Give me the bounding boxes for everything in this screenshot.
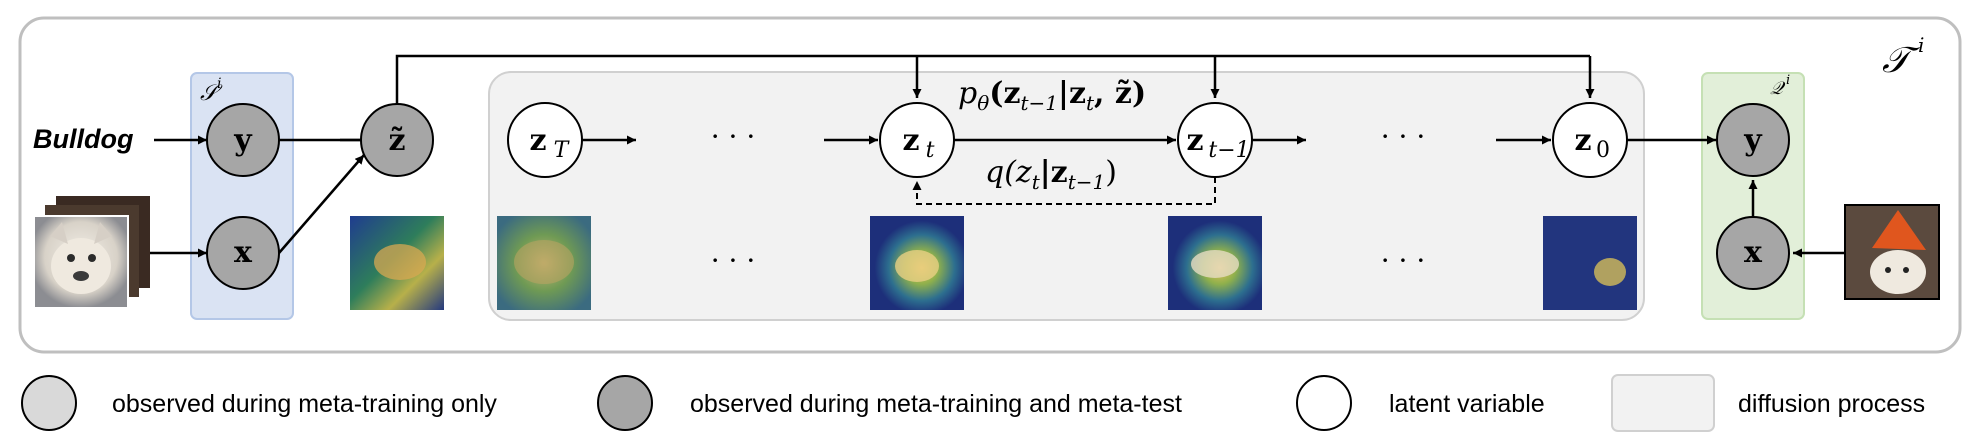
- z-t-minus-1-subscript: t−1: [1208, 138, 1249, 163]
- legend-label-observed-train: observed during meta-training only: [112, 390, 497, 418]
- z-T-subscript: T: [554, 138, 571, 163]
- legend-label-observed-train-test: observed during meta-training and meta-t…: [690, 390, 1182, 418]
- query-y-label: y: [1743, 123, 1763, 158]
- heatmap-z-0: [1543, 216, 1637, 310]
- z-tilde-label: z̃: [388, 123, 405, 158]
- legend: observed during meta-training only obser…: [21, 374, 1925, 432]
- forward-process-label: q(zt|zt−1): [985, 155, 1117, 194]
- support-set-sup: i: [217, 76, 221, 92]
- z-t-subscript: t: [926, 138, 935, 163]
- legend-swatch-latent: [1296, 375, 1352, 431]
- z-0-label: z: [1574, 123, 1591, 158]
- legend-swatch-diffusion: [1611, 374, 1715, 432]
- z-t-minus-1-label: z: [1186, 123, 1203, 158]
- ellipsis-4: · · ·: [1381, 244, 1426, 277]
- z-t-label: z: [902, 123, 919, 158]
- query-x-label: x: [1744, 235, 1763, 270]
- ellipsis-2: · · ·: [1381, 120, 1426, 153]
- diffusion-process-box: [488, 71, 1645, 321]
- class-name-label: Bulldog: [33, 124, 134, 154]
- legend-swatch-observed-train-test: [597, 375, 653, 431]
- query-y-node: [1716, 103, 1790, 177]
- z-T-label: z: [529, 123, 546, 158]
- conditioning-path: [395, 54, 1590, 104]
- support-y-label: y: [233, 123, 253, 158]
- query-set-label: 𝒬: [1770, 78, 1786, 99]
- legend-label-latent: latent variable: [1389, 390, 1545, 418]
- legend-swatch-observed-train: [21, 375, 77, 431]
- reverse-process-label: pθ(zt−1|zt, z̃): [958, 76, 1146, 115]
- task-label-sup: i: [1918, 33, 1924, 57]
- ellipsis-3: · · ·: [711, 244, 756, 277]
- query-set-sup: i: [1786, 73, 1790, 88]
- forward-process-path: [912, 177, 1216, 205]
- z-0-subscript: 0: [1596, 138, 1610, 163]
- support-images-stack: [33, 196, 150, 309]
- legend-label-diffusion: diffusion process: [1738, 390, 1925, 418]
- ellipsis-1: · · ·: [711, 120, 756, 153]
- support-x-label: x: [234, 235, 253, 270]
- query-image: [1844, 204, 1940, 300]
- query-x-node: [1716, 216, 1790, 290]
